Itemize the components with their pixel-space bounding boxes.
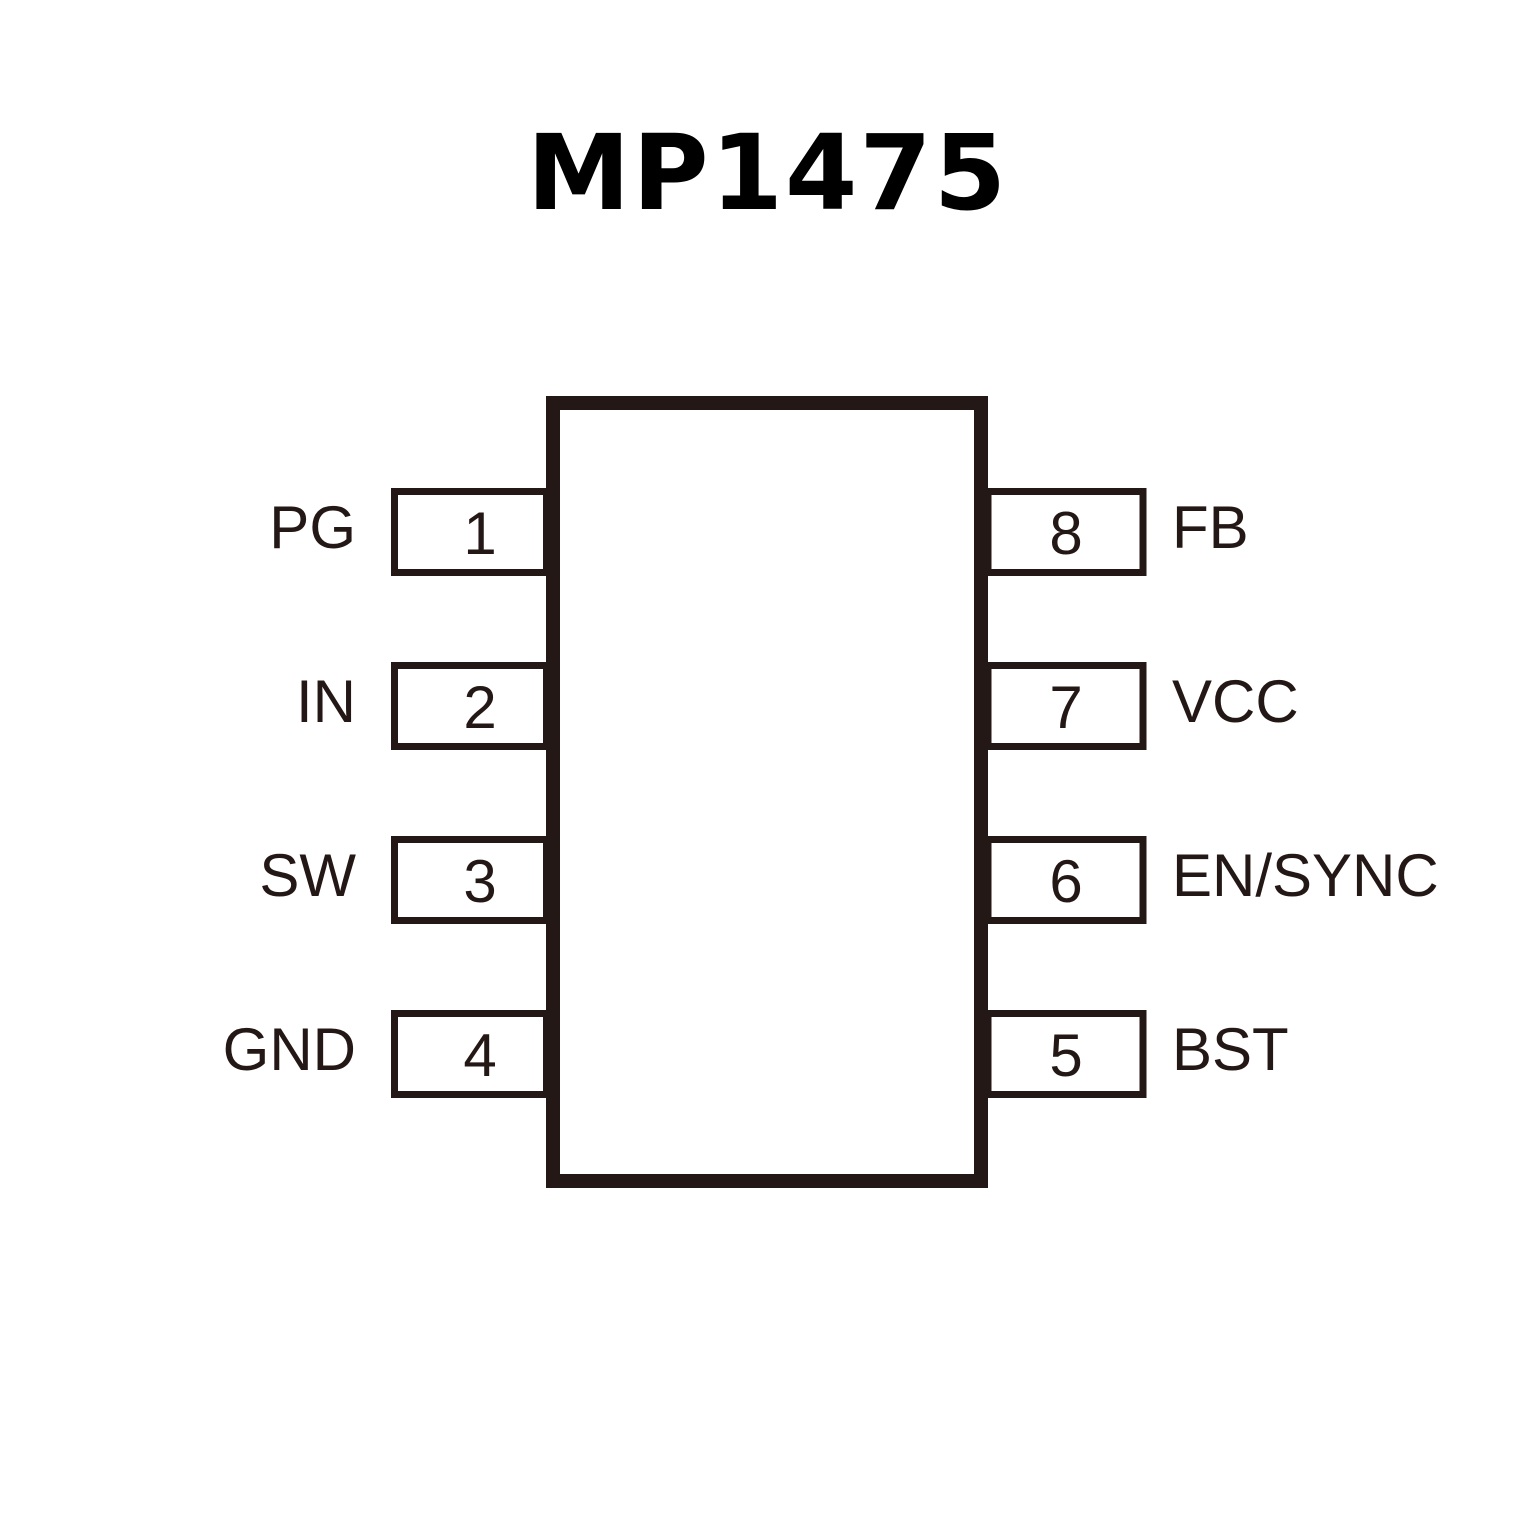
pin-number: 3 [463,848,496,915]
pin-1: 1 PG [269,488,550,576]
pin-box [391,662,550,750]
chip-title: MP1475 [526,112,1009,234]
pin-number: 2 [463,674,496,741]
pin-8: 8 FB [984,488,1249,576]
pin-number: 7 [1049,674,1082,741]
pin-5: 5 BST [984,1010,1289,1098]
pin-2: 2 IN [296,662,550,750]
pin-label: EN/SYNC [1172,842,1439,909]
pin-box [391,836,550,924]
pin-label: BST [1172,1016,1289,1083]
pin-number: 4 [463,1022,496,1089]
pin-label: PG [269,494,356,561]
pin-box [984,836,1147,924]
pin-box [391,1010,550,1098]
pin-label: SW [259,842,356,909]
pin-number: 1 [463,500,496,567]
pin-box [391,488,550,576]
pin-label: VCC [1172,668,1299,735]
pin-3: 3 SW [259,836,550,924]
pin-box [984,1010,1147,1098]
pin-label: FB [1172,494,1249,561]
pin-number: 5 [1049,1022,1082,1089]
pin-number: 6 [1049,848,1082,915]
pin-number: 8 [1049,500,1082,567]
pin-label: GND [223,1016,356,1083]
pin-label: IN [296,668,356,735]
pin-6: 6 EN/SYNC [984,836,1439,924]
pin-box [984,662,1147,750]
pin-4: 4 GND [223,1010,550,1098]
pin-7: 7 VCC [984,662,1299,750]
pin-box [984,488,1147,576]
chip-body [546,396,988,1188]
